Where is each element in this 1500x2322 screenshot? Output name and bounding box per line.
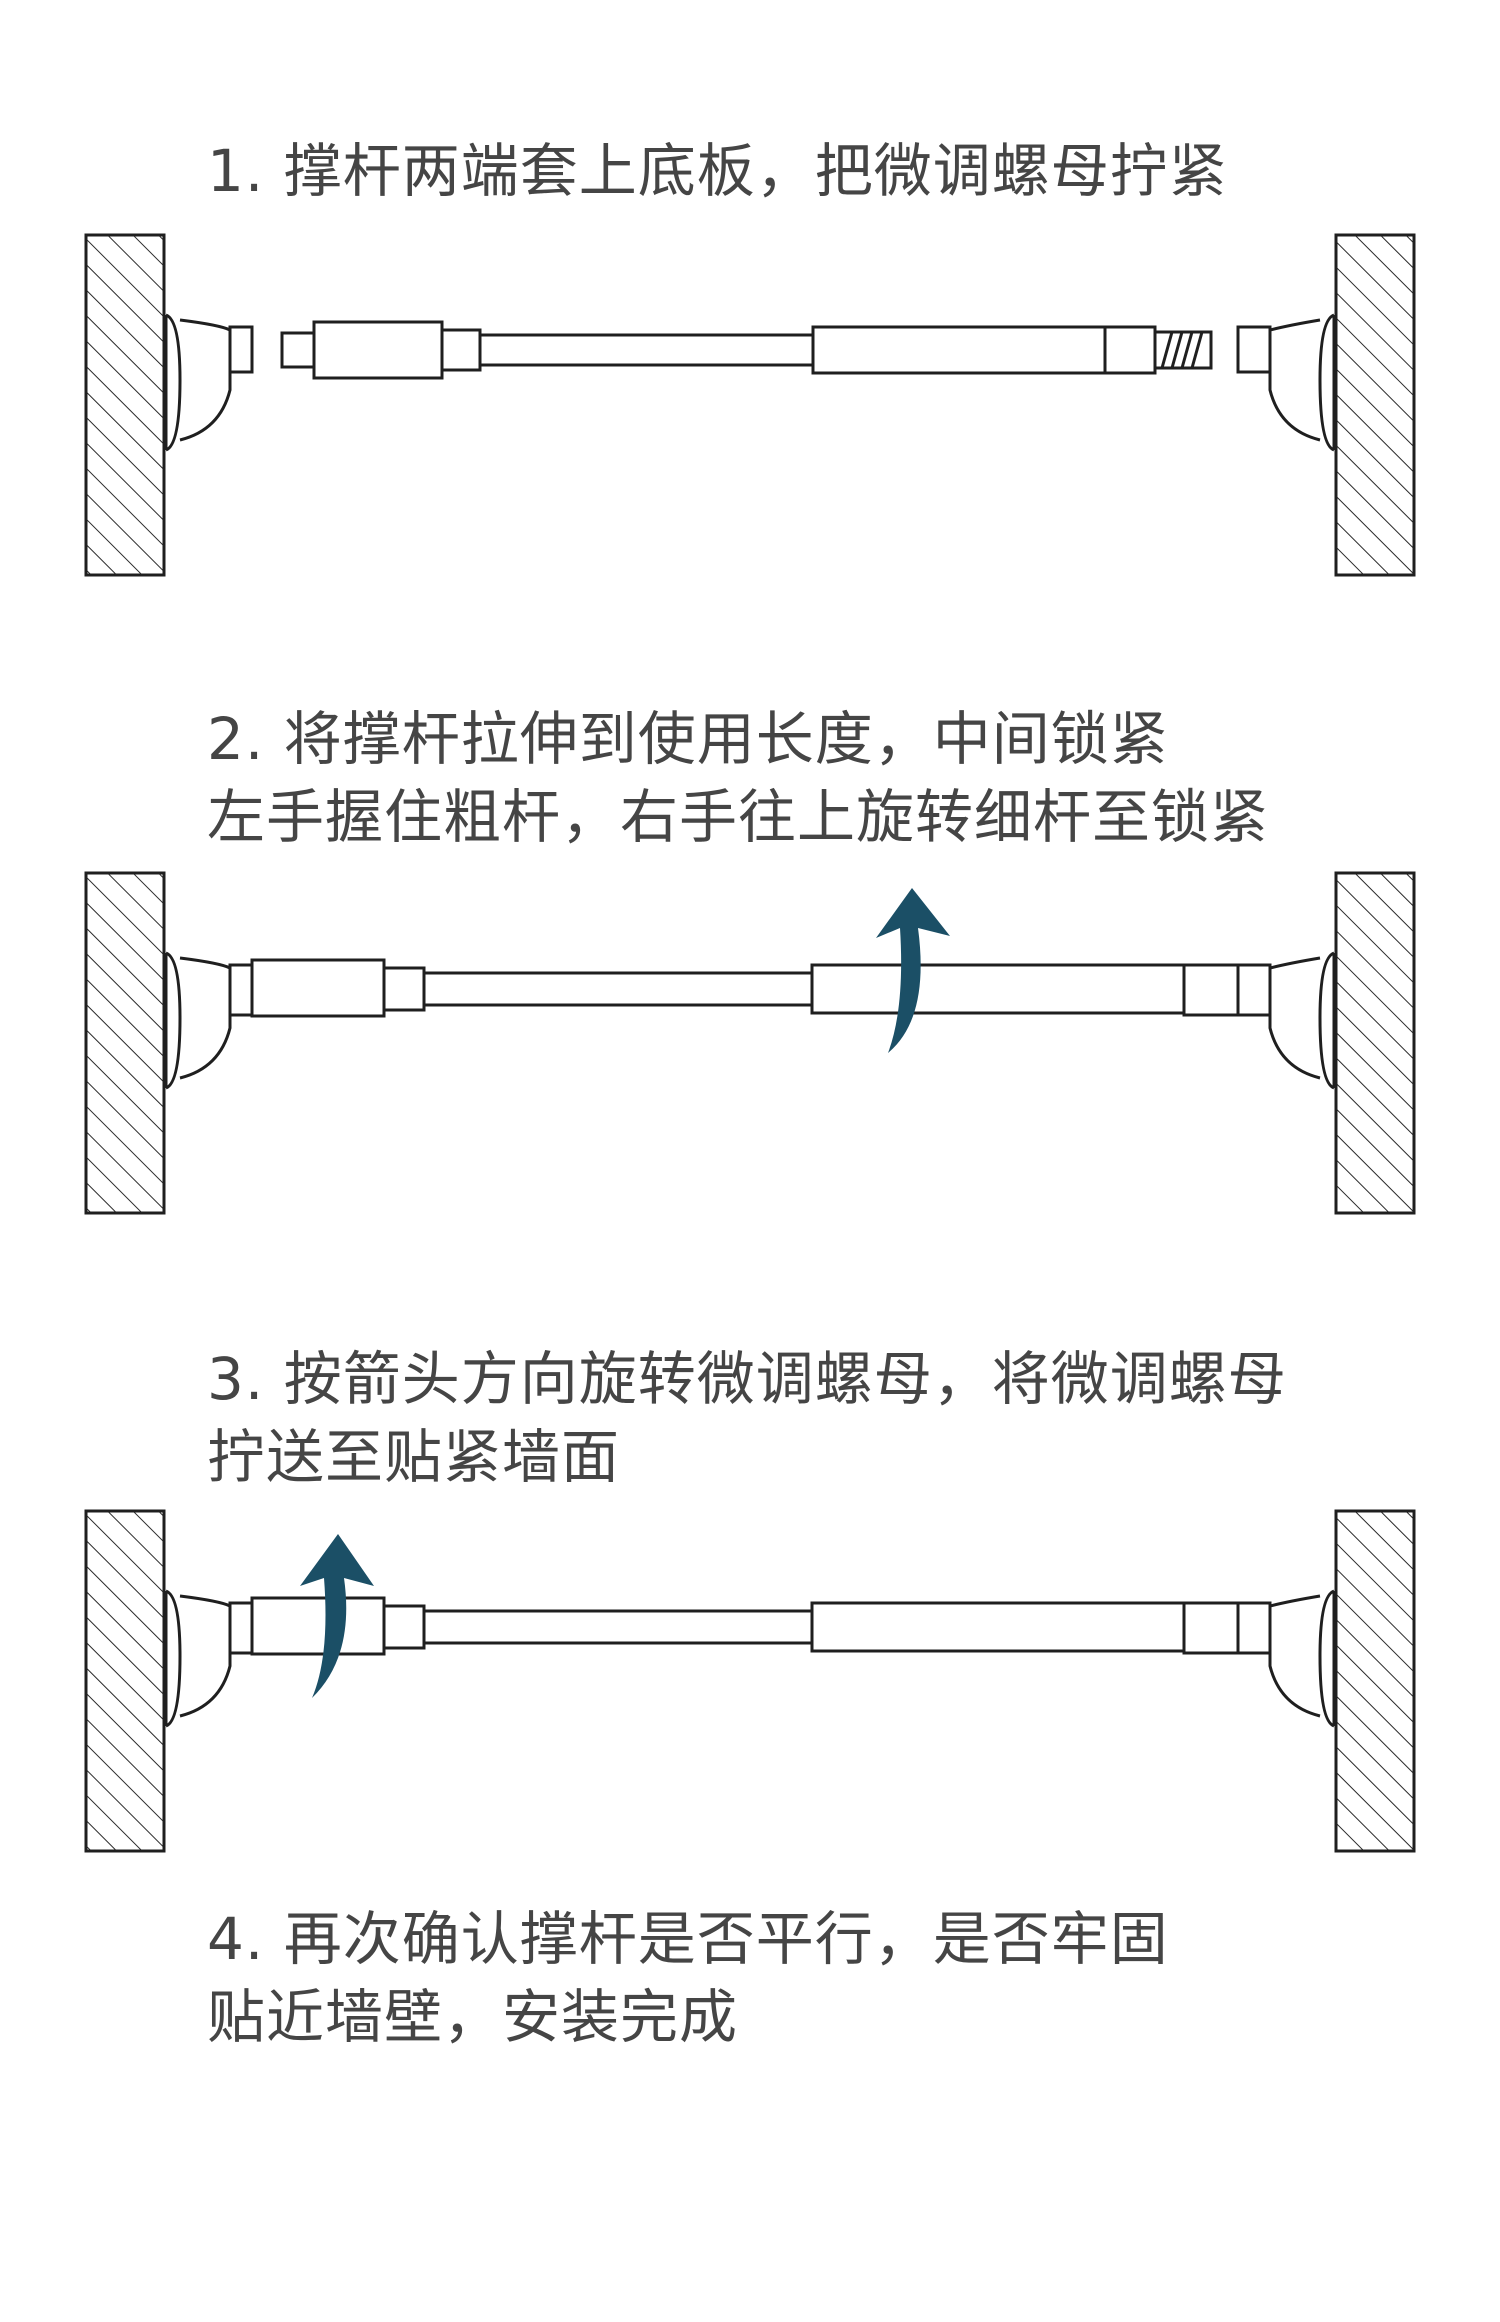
adjustment-screw (1153, 330, 1213, 370)
left-wall (84, 233, 166, 577)
step-1-diagram (0, 230, 1500, 590)
rod-thin-section (422, 971, 814, 1007)
rod-collar (440, 328, 482, 372)
left-wall (84, 871, 166, 1215)
rod-end-cap (280, 331, 316, 369)
rotate-arrow-icon (876, 888, 950, 1053)
right-wall (1334, 871, 1416, 1215)
rod-thick-section (811, 325, 1107, 375)
step-3-line-2: 拧送至贴紧墙面 (207, 1423, 621, 1491)
adjustment-nut (250, 1596, 386, 1656)
step-2-line-1: 2. 将撑杆拉伸到使用长度，中间锁紧 (207, 705, 1169, 773)
right-wall (1334, 233, 1416, 577)
step-2-line-2: 左手握住粗杆，右手往上旋转细杆至锁紧 (207, 783, 1270, 851)
right-base-plate (1236, 313, 1336, 452)
step-3-instruction: 3. 按箭头方向旋转微调螺母，将微调螺母 拧送至贴紧墙面 (207, 1340, 1287, 1496)
rod-thick-sleeve (312, 320, 444, 380)
step-4-instruction: 4. 再次确认撑杆是否平行，是否牢固 贴近墙壁，安装完成 (207, 1900, 1169, 2056)
rod-collar (382, 1604, 426, 1650)
left-base-plate (164, 951, 254, 1090)
rod-collar-right (1182, 1601, 1240, 1655)
rod-collar (382, 966, 426, 1012)
step-3-line-1: 3. 按箭头方向旋转微调螺母，将微调螺母 (207, 1345, 1287, 1413)
rod-collar-right (1182, 963, 1240, 1017)
step-2-instruction: 2. 将撑杆拉伸到使用长度，中间锁紧 左手握住粗杆，右手往上旋转细杆至锁紧 (207, 700, 1269, 856)
rod-thick-section (810, 963, 1186, 1015)
rotate-arrow-icon (300, 1534, 374, 1698)
left-base-plate (164, 1589, 254, 1728)
rod-thick-sleeve (250, 958, 386, 1018)
step-4-line-2: 贴近墙壁，安装完成 (207, 1983, 739, 2051)
step-1-line-1: 1. 撑杆两端套上底板，把微调螺母拧紧 (207, 137, 1228, 205)
left-base-plate (164, 313, 254, 452)
right-base-plate (1236, 1589, 1336, 1728)
step-4-line-1: 4. 再次确认撑杆是否平行，是否牢固 (207, 1905, 1169, 1973)
rod-thick-section (810, 1601, 1186, 1653)
step-1-instruction: 1. 撑杆两端套上底板，把微调螺母拧紧 (207, 132, 1228, 210)
rod-thin-section (478, 333, 815, 367)
rod-thin-section (422, 1609, 814, 1645)
step-3-diagram (0, 1506, 1500, 1866)
right-base-plate (1236, 951, 1336, 1090)
rod-collar-right (1103, 325, 1157, 375)
left-wall (84, 1509, 166, 1853)
right-wall (1334, 1509, 1416, 1853)
step-2-diagram (0, 868, 1500, 1228)
